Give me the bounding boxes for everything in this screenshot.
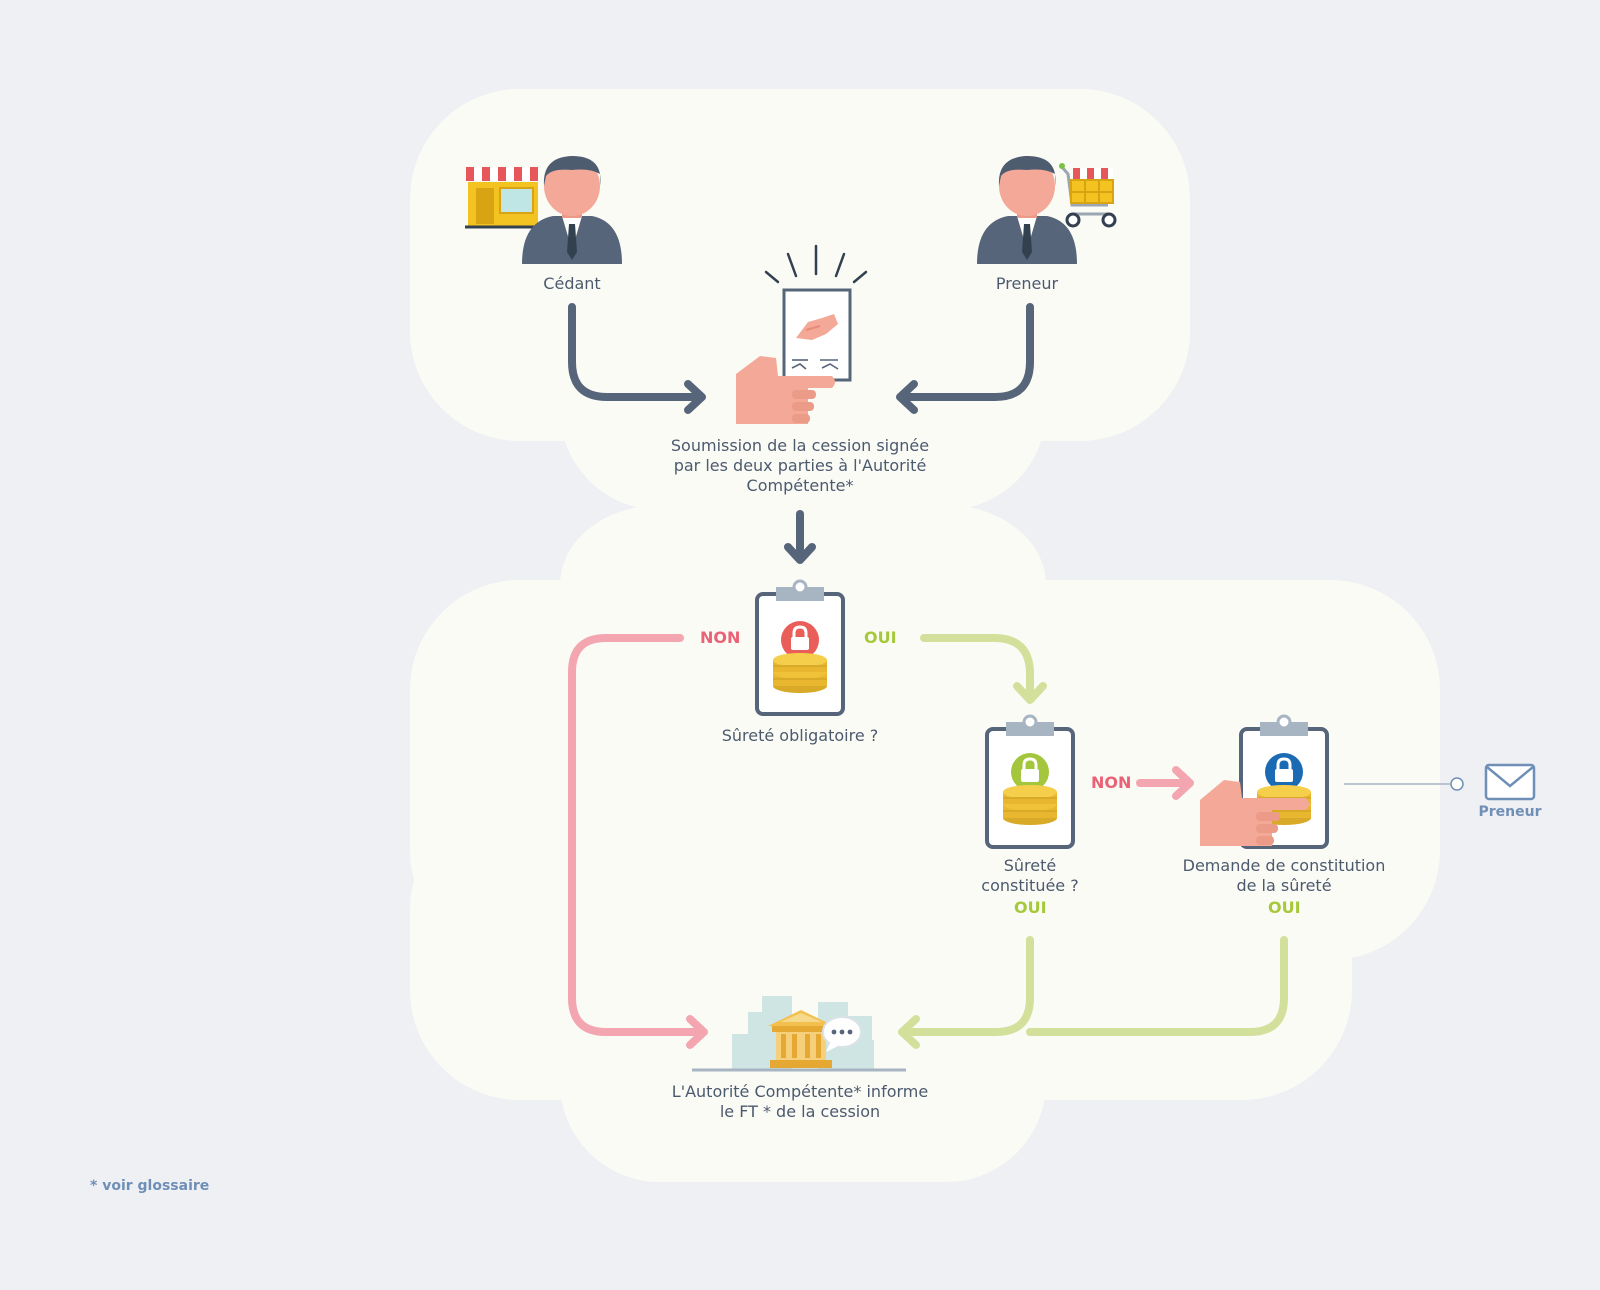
surete-constituee-label: Sûreté constituée ?: [981, 856, 1079, 895]
cedant-label: Cédant: [543, 274, 601, 293]
businessman-icon: [522, 156, 622, 264]
non-middle-label: NON: [1091, 773, 1132, 792]
oui-right-label: OUI: [864, 628, 897, 647]
non-left-label: NON: [700, 628, 741, 647]
speech-bubble-icon: [822, 1016, 862, 1052]
glossary-footnote[interactable]: * voir glossaire: [90, 1178, 210, 1194]
oui-constituee-label: OUI: [1014, 898, 1047, 917]
surete-obligatoire-label: Sûreté obligatoire ?: [721, 726, 879, 745]
shop-icon: [465, 167, 542, 229]
arrow-cedant-to-submission: [568, 303, 706, 414]
signed-document-icon: [764, 244, 868, 382]
envelope-icon: [1484, 763, 1536, 801]
businessman-icon: [977, 156, 1077, 264]
clipboard-lock-coins-icon: [755, 579, 845, 716]
preneur-label: Preneur: [995, 274, 1059, 293]
hand-icon: [736, 356, 835, 424]
submission-label: Soumission de la cession signée par les …: [670, 436, 930, 495]
clipboard-lock-coins-icon: [985, 714, 1075, 849]
oui-demande-label: OUI: [1268, 898, 1301, 917]
arrow-oui-constituee-to-autorite: [898, 936, 1034, 1049]
arrow-submission-down: [784, 510, 816, 564]
arrow-non-to-autorite: [568, 634, 708, 1049]
shopping-cart-icon: [1059, 163, 1117, 228]
arrow-oui-demande-to-autorite: [1026, 936, 1288, 1036]
autorite-informe-label: L'Autorité Compétente* informe le FT * d…: [671, 1082, 929, 1121]
mail-recipient-label: Preneur: [1478, 804, 1542, 820]
arrow-preneur-to-submission: [896, 303, 1034, 414]
mail-connector: [1344, 777, 1464, 791]
arrow-oui-to-constituee: [920, 634, 1047, 704]
demande-constitution-label: Demande de constitution de la sûreté: [1182, 856, 1386, 895]
hand-icon: [1200, 780, 1309, 846]
arrow-non-to-demande: [1136, 766, 1194, 800]
